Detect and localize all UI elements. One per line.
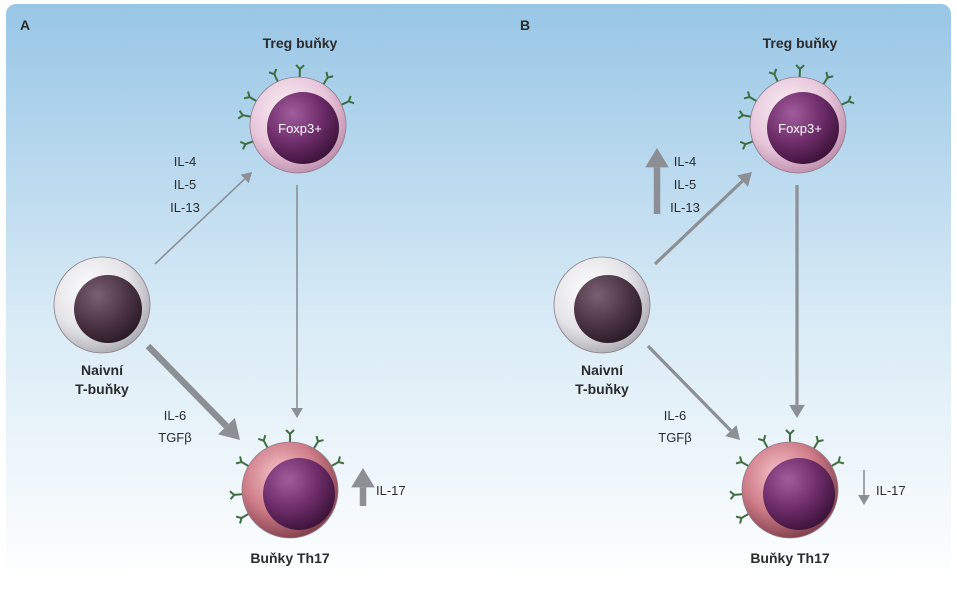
treg-title: Treg buňky (763, 35, 838, 51)
th17-title: Buňky Th17 (750, 550, 830, 566)
il17-increase-arrow (351, 468, 375, 506)
foxp3-label: Foxp3+ (778, 121, 822, 136)
il17-label: IL-17 (876, 483, 906, 498)
naive-title-line1: Naivní (81, 362, 124, 378)
arrow-treg-to-th17 (291, 185, 303, 418)
naive-t-cell-nucleus (74, 275, 142, 343)
naive-t-cell-nucleus (574, 275, 642, 343)
cytokine-th17-1: TGFβ (158, 430, 191, 445)
cytokine-th17-0: IL-6 (164, 408, 186, 423)
treg-cell-nucleus (767, 92, 839, 164)
naive-title-line2: T-buňky (75, 381, 129, 397)
treg-cell-nucleus (267, 92, 339, 164)
il17-label: IL-17 (376, 483, 406, 498)
arrow-treg-to-th17 (789, 185, 805, 418)
diagram-background (6, 4, 951, 584)
cytokine-increase-arrow (645, 148, 669, 214)
th17-cell (729, 429, 845, 539)
arrow-naive-to-treg (653, 172, 752, 266)
naive-t-cell (553, 256, 651, 354)
cytokine-treg-0: IL-4 (674, 154, 696, 169)
cytokine-treg-2: IL-13 (670, 200, 700, 215)
arrow-naive-to-th17 (646, 344, 740, 440)
arrow-naive-to-treg (154, 172, 252, 265)
naive-title-line1: Naivní (581, 362, 624, 378)
cytokine-treg-1: IL-5 (674, 177, 696, 192)
cytokine-treg-2: IL-13 (170, 200, 200, 215)
th17-cell-nucleus (763, 458, 835, 530)
th17-title: Buňky Th17 (250, 550, 330, 566)
naive-title-line2: T-buňky (575, 381, 629, 397)
panel-letter: A (20, 17, 30, 33)
il17-decrease-arrow (858, 470, 870, 505)
treg-cell (237, 64, 355, 174)
cytokine-treg-1: IL-5 (174, 177, 196, 192)
panel-letter: B (520, 17, 530, 33)
treg-cell (737, 64, 855, 174)
cytokine-th17-0: IL-6 (664, 408, 686, 423)
cytokine-th17-1: TGFβ (658, 430, 691, 445)
naive-t-cell (53, 256, 151, 354)
th17-cell-nucleus (263, 458, 335, 530)
cytokine-treg-0: IL-4 (174, 154, 196, 169)
foxp3-label: Foxp3+ (278, 121, 322, 136)
treg-title: Treg buňky (263, 35, 338, 51)
th17-cell (229, 429, 345, 539)
arrow-naive-to-th17 (145, 343, 240, 440)
